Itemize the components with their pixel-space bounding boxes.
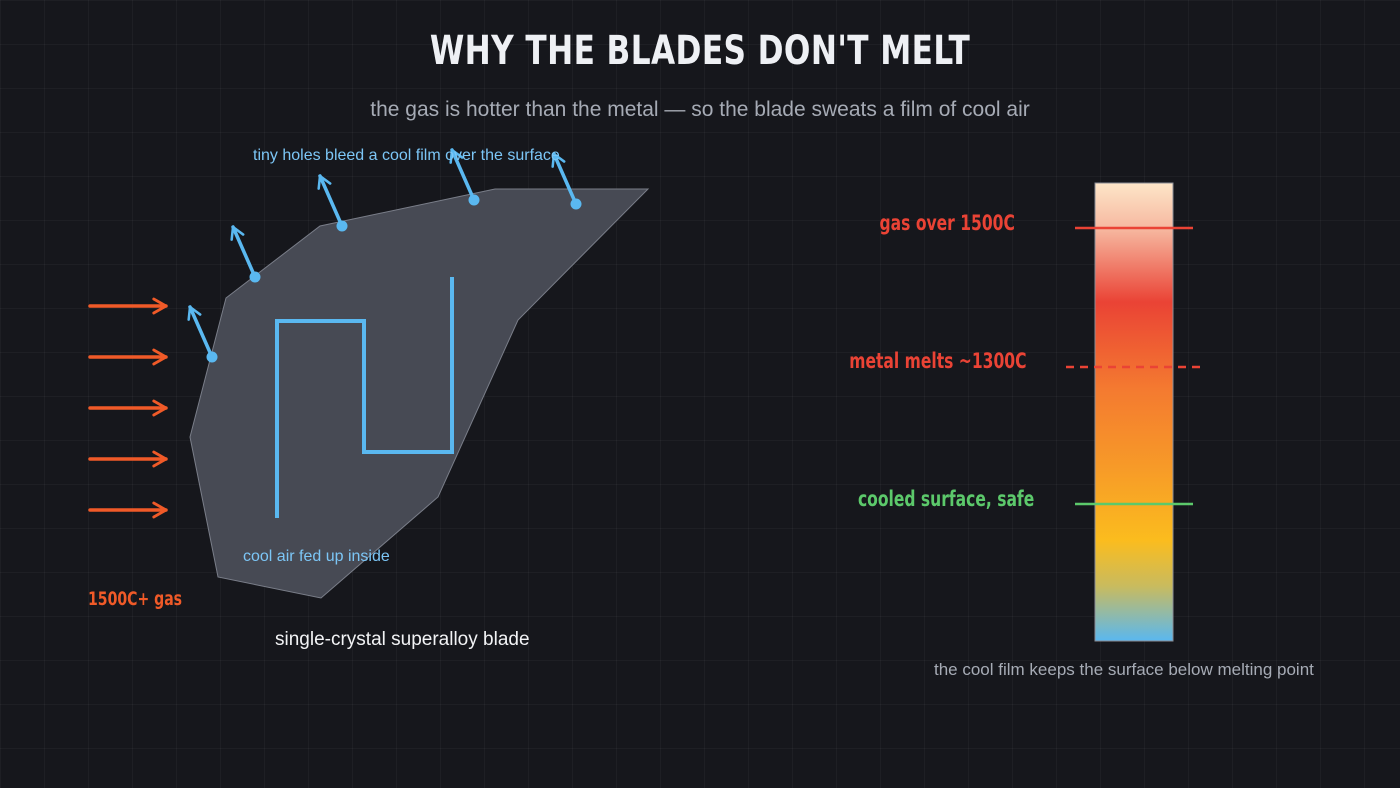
- film-cooling-hole: [468, 194, 480, 206]
- cooled-surface-label: cooled surface, safe: [857, 487, 1034, 511]
- turbine-blade: [189, 188, 650, 599]
- hot-gas-label: 1500C+ gas: [88, 588, 183, 610]
- film-arrow: [317, 174, 344, 228]
- cool-air-label: cool air fed up inside: [243, 548, 390, 565]
- blade-caption: single-crystal superalloy blade: [275, 629, 530, 650]
- film-arrow: [187, 305, 214, 359]
- film-cooling-holes: [187, 148, 582, 363]
- film-cooling-hole: [336, 220, 348, 232]
- film-cooling-hole: [249, 271, 261, 283]
- page-subtitle: the gas is hotter than the metal — so th…: [370, 98, 1030, 121]
- film-arrow: [449, 148, 476, 202]
- melting-point-label: metal melts ~1300C: [848, 349, 1026, 373]
- film-arrow: [551, 152, 578, 206]
- cooling-channel: [275, 277, 454, 518]
- thermometer-caption: the cool film keeps the surface below me…: [934, 660, 1314, 679]
- gas-temperature-label: gas over 1500C: [879, 211, 1015, 235]
- film-cooling-hole: [570, 198, 582, 210]
- hot-gas-arrows: [88, 297, 168, 519]
- temperature-gradient-bar: [1094, 182, 1174, 642]
- film-arrow: [230, 225, 257, 279]
- film-cooling-hole: [206, 351, 218, 363]
- film-holes-label: tiny holes bleed a cool film over the su…: [253, 147, 560, 164]
- page-title: WHY THE BLADES DON'T MELT: [429, 28, 971, 74]
